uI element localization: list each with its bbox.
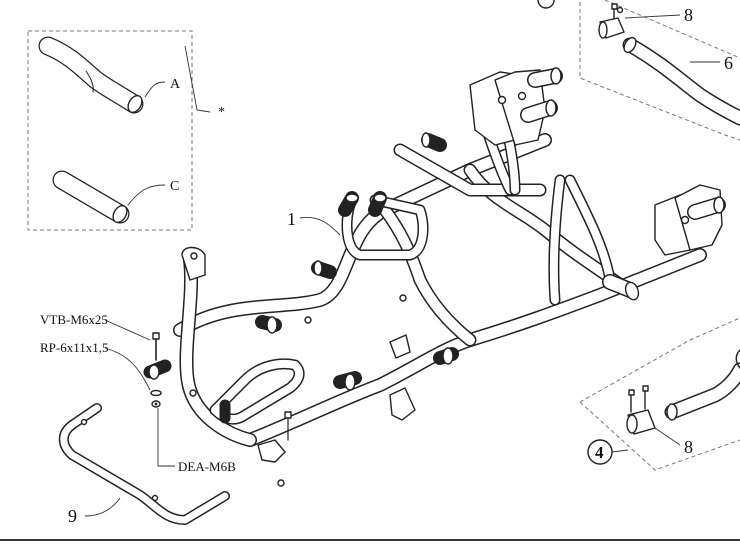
- label-tube-a: A: [170, 77, 181, 92]
- tube-c-part: [52, 170, 130, 224]
- clamp-bottom-part: [626, 349, 740, 435]
- bar-6-box: [579, 2, 740, 141]
- label-frame: 1: [287, 209, 296, 229]
- tube-a-part: [38, 36, 144, 114]
- label-bumper: 9: [68, 506, 77, 526]
- label-nut: DEA-M6B: [178, 459, 236, 474]
- label-kit-4: 4: [595, 443, 604, 462]
- label-clamp-bottom: 8: [684, 437, 693, 457]
- kit-4-circle: [587, 439, 613, 465]
- label-tube-c: C: [170, 179, 179, 194]
- clamp-top-part: [598, 3, 625, 39]
- screw-washer-nut-set: [150, 332, 162, 408]
- kit-4-box-top: [579, 317, 740, 403]
- label-kit-note: *: [218, 105, 225, 120]
- bar-6-box-top-edge: [604, 0, 740, 59]
- leader-lines: [84, 14, 720, 517]
- label-clamp-top: 8: [684, 5, 693, 25]
- tube-kit-box: [27, 30, 193, 231]
- label-washer: RP-6x11x1,5: [40, 340, 109, 355]
- label-bar-6: 6: [724, 53, 733, 73]
- label-screw: VTB-M6x25: [40, 312, 108, 327]
- bar-6-part: [622, 36, 740, 126]
- kart-frame: [143, 67, 726, 487]
- kit-4-box-bottom: [579, 401, 740, 471]
- bumper-part: [58, 403, 230, 525]
- partial-callout-circle: [537, 0, 555, 9]
